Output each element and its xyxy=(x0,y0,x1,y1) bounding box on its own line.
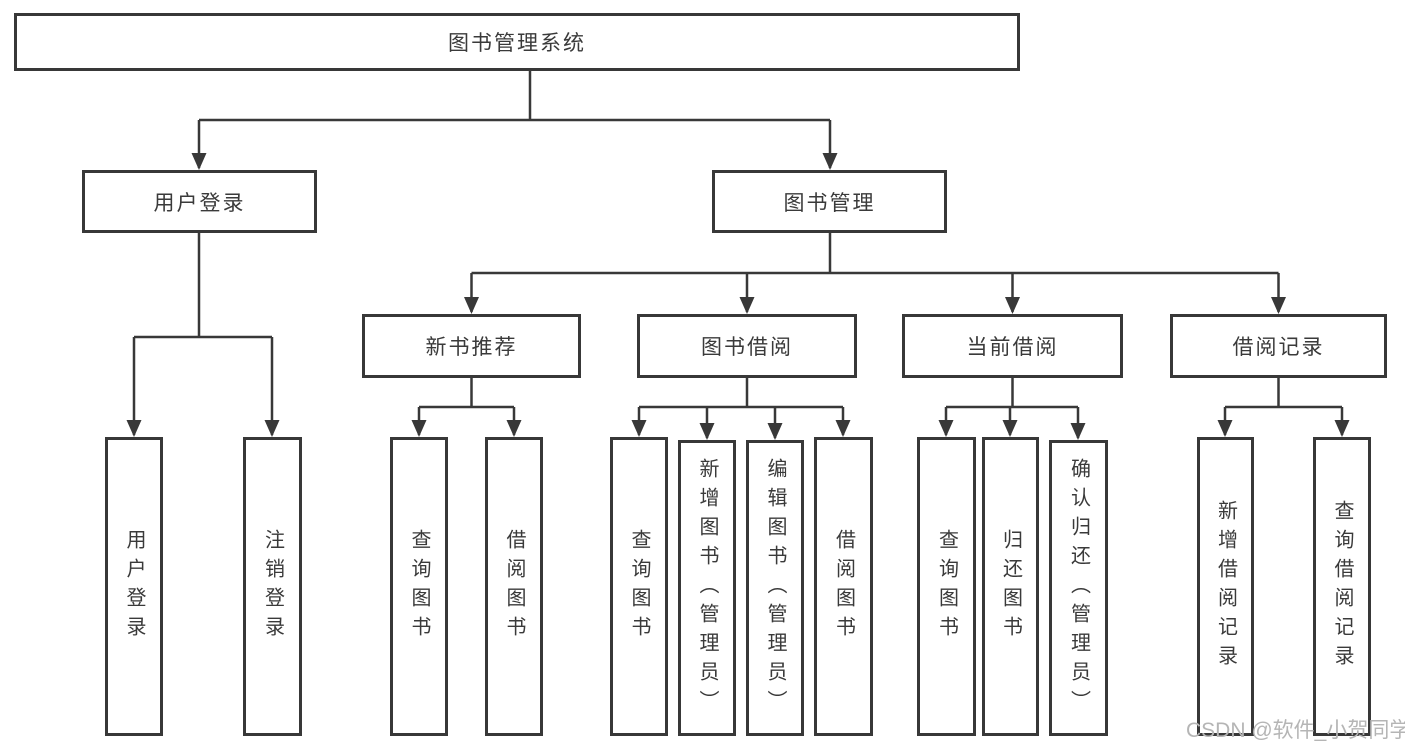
leaf-newrec-borrow-book: 借阅图书 xyxy=(485,437,543,736)
node-user-login: 用户登录 xyxy=(82,170,317,233)
leaf-user-login-label: 用户登录 xyxy=(123,528,145,645)
leaf-add-book-admin: 新增图书（管理员） xyxy=(678,440,736,736)
leaf-edit-book-admin: 编辑图书（管理员） xyxy=(746,440,804,736)
node-current-borrow: 当前借阅 xyxy=(902,314,1123,378)
leaf-logout: 注销登录 xyxy=(243,437,302,736)
node-book-management-label: 图书管理 xyxy=(783,191,876,215)
leaf-add-book-admin-label: 新增图书（管理员） xyxy=(696,457,718,719)
leaf-newrec-query-book: 查询图书 xyxy=(390,437,448,736)
leaf-add-borrow-record-label: 新增借阅记录 xyxy=(1214,499,1237,674)
node-root: 图书管理系统 xyxy=(14,13,1020,71)
node-borrow-record: 借阅记录 xyxy=(1170,314,1387,378)
leaf-add-borrow-record: 新增借阅记录 xyxy=(1197,437,1254,736)
leaf-borrow-book-label: 借阅图书 xyxy=(832,528,855,645)
node-book-management: 图书管理 xyxy=(712,170,947,233)
node-book-borrow-label: 图书借阅 xyxy=(701,336,793,359)
leaf-return-book: 归还图书 xyxy=(982,437,1039,736)
leaf-newrec-borrow-book-label: 借阅图书 xyxy=(503,528,525,645)
leaf-borrow-book: 借阅图书 xyxy=(814,437,873,736)
node-book-borrow: 图书借阅 xyxy=(637,314,857,378)
tree-edges xyxy=(132,71,1344,438)
leaf-current-query-book-label: 查询图书 xyxy=(935,528,958,645)
node-new-book-recommend-label: 新书推荐 xyxy=(425,336,518,359)
leaf-confirm-return-admin: 确认归还（管理员） xyxy=(1049,440,1108,736)
node-root-label: 图书管理系统 xyxy=(448,32,586,55)
leaf-borrow-query-book-label: 查询图书 xyxy=(628,528,650,645)
leaf-query-borrow-record: 查询借阅记录 xyxy=(1313,437,1371,736)
csdn-watermark: CSDN @软件_小贺同学 xyxy=(1186,719,1405,742)
node-new-book-recommend: 新书推荐 xyxy=(362,314,581,378)
leaf-confirm-return-admin-label: 确认归还（管理员） xyxy=(1067,457,1090,719)
leaf-newrec-query-book-label: 查询图书 xyxy=(408,528,430,645)
node-borrow-record-label: 借阅记录 xyxy=(1232,336,1325,359)
leaf-return-book-label: 归还图书 xyxy=(999,528,1022,645)
leaf-borrow-query-book: 查询图书 xyxy=(610,437,668,736)
leaf-edit-book-admin-label: 编辑图书（管理员） xyxy=(764,457,786,719)
leaf-user-login: 用户登录 xyxy=(105,437,163,736)
node-user-login-label: 用户登录 xyxy=(153,191,246,215)
leaf-current-query-book: 查询图书 xyxy=(917,437,976,736)
leaf-logout-label: 注销登录 xyxy=(261,528,284,645)
leaf-query-borrow-record-label: 查询借阅记录 xyxy=(1331,499,1353,674)
node-current-borrow-label: 当前借阅 xyxy=(966,336,1059,359)
